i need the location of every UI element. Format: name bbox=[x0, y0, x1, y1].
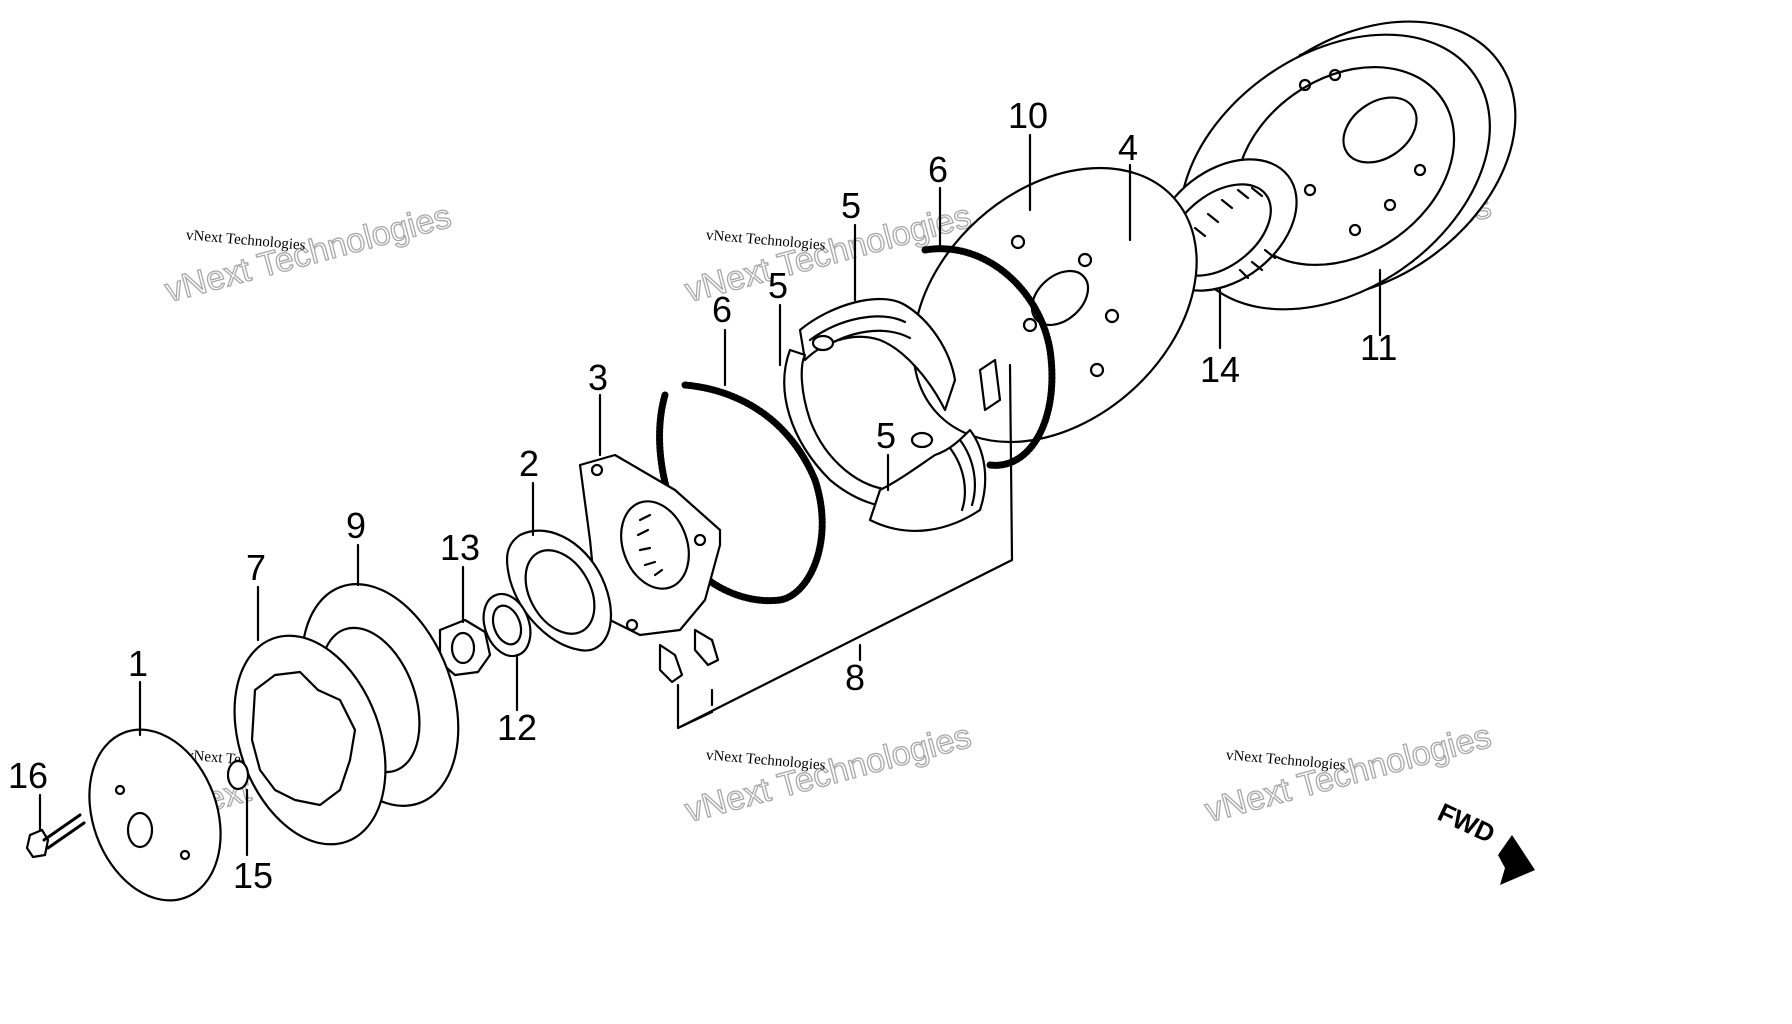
drum-hub bbox=[1342, 96, 1418, 164]
cover-splines bbox=[636, 513, 664, 577]
shoe-pivot-hole bbox=[910, 431, 934, 449]
plate-center-hole bbox=[1030, 269, 1090, 327]
callout-7: 7 bbox=[246, 547, 266, 588]
washer-inner bbox=[491, 604, 523, 646]
watermark-5: vNext Technologies vNext Technologies bbox=[680, 716, 975, 830]
nut-bore bbox=[450, 631, 476, 665]
drum-hole bbox=[1303, 183, 1317, 197]
clip-left bbox=[658, 643, 684, 684]
cover1-face bbox=[88, 728, 222, 902]
plate7-tabbed-bore bbox=[250, 670, 357, 807]
shoe-lower bbox=[868, 428, 987, 532]
part-2-retainer bbox=[505, 529, 613, 652]
callout-13: 13 bbox=[440, 527, 480, 568]
cover1-hole bbox=[114, 784, 126, 796]
part-1-outer-cover bbox=[88, 728, 222, 902]
plate-face bbox=[912, 166, 1198, 444]
callout-2: 2 bbox=[519, 443, 539, 484]
callout-15: 15 bbox=[233, 855, 273, 896]
leader-lines bbox=[38, 133, 1382, 857]
drum-hole bbox=[1383, 198, 1397, 212]
spring-core bbox=[924, 247, 1053, 467]
callout-14: 14 bbox=[1200, 349, 1240, 390]
callout-5-low: 5 bbox=[876, 415, 896, 456]
watermark-large-text: vNext Technologies bbox=[161, 197, 455, 310]
callout-3: 3 bbox=[588, 357, 608, 398]
fwd-direction-marker: FWD bbox=[1433, 797, 1535, 885]
callout-12: 12 bbox=[497, 707, 537, 748]
callout-16: 16 bbox=[8, 755, 48, 796]
nut-body bbox=[438, 618, 492, 677]
plate-hole bbox=[1022, 317, 1038, 333]
fwd-label: FWD bbox=[1433, 797, 1499, 849]
retainer-bore bbox=[524, 549, 596, 635]
callout-1: 1 bbox=[128, 643, 148, 684]
clip-right bbox=[693, 628, 720, 667]
washer15 bbox=[226, 759, 250, 791]
shoe-pin-block bbox=[978, 358, 1002, 412]
cover1-hub bbox=[126, 811, 154, 849]
drum-hole bbox=[1298, 78, 1312, 92]
callout-6-upper: 6 bbox=[928, 149, 948, 190]
shoe-upper bbox=[798, 297, 957, 412]
callout-8: 8 bbox=[845, 657, 865, 698]
callout-10: 10 bbox=[1008, 95, 1048, 136]
part-8-clips bbox=[658, 628, 720, 684]
watermark-large-text: vNext Technologies bbox=[681, 717, 975, 830]
part-10-drive-plate bbox=[912, 166, 1198, 444]
part-8-bracket bbox=[676, 363, 1014, 730]
callout-11: 11 bbox=[1360, 327, 1397, 368]
plate-hole bbox=[1077, 252, 1093, 268]
callout-5-mid: 5 bbox=[768, 265, 788, 306]
part-6-spring-upper bbox=[921, 245, 1056, 469]
bolt-shank bbox=[42, 813, 86, 850]
plate-hole bbox=[1010, 234, 1026, 250]
bolt-head bbox=[25, 828, 50, 859]
part-5-clutch-shoes bbox=[783, 297, 1002, 532]
callouts: 1 2 3 4 5 5 5 6 6 7 8 9 10 11 12 13 14 1… bbox=[8, 95, 1397, 896]
part-15-washer bbox=[226, 759, 250, 791]
spring-core bbox=[684, 384, 824, 602]
part-13-nut bbox=[438, 618, 492, 677]
cover-hole bbox=[590, 463, 604, 477]
plate-hole bbox=[1089, 362, 1105, 378]
callout-6-lower: 6 bbox=[712, 289, 732, 330]
shoe-pivot-hole bbox=[811, 334, 835, 352]
plate-hole bbox=[1104, 308, 1120, 324]
callout-5-top: 5 bbox=[841, 185, 861, 226]
cover-hole bbox=[693, 533, 707, 547]
cover-hole bbox=[625, 618, 639, 632]
drum-hole bbox=[1328, 68, 1342, 82]
callout-4: 4 bbox=[1118, 127, 1138, 168]
cover-spline-hub bbox=[620, 500, 690, 590]
part-16-bolt bbox=[25, 813, 86, 859]
watermark-1: vNext Technologies vNext Technologies bbox=[160, 196, 455, 310]
shoe-lower-lining bbox=[948, 438, 976, 512]
retainer-body bbox=[505, 529, 613, 652]
drum-hole bbox=[1348, 223, 1362, 237]
drum-hole bbox=[1413, 163, 1427, 177]
callout-9: 9 bbox=[346, 505, 366, 546]
part-12-washer bbox=[482, 592, 532, 658]
part-7-clutch-plate bbox=[233, 634, 387, 846]
fwd-arrow-icon bbox=[1498, 835, 1535, 885]
cover1-hole bbox=[179, 849, 191, 861]
